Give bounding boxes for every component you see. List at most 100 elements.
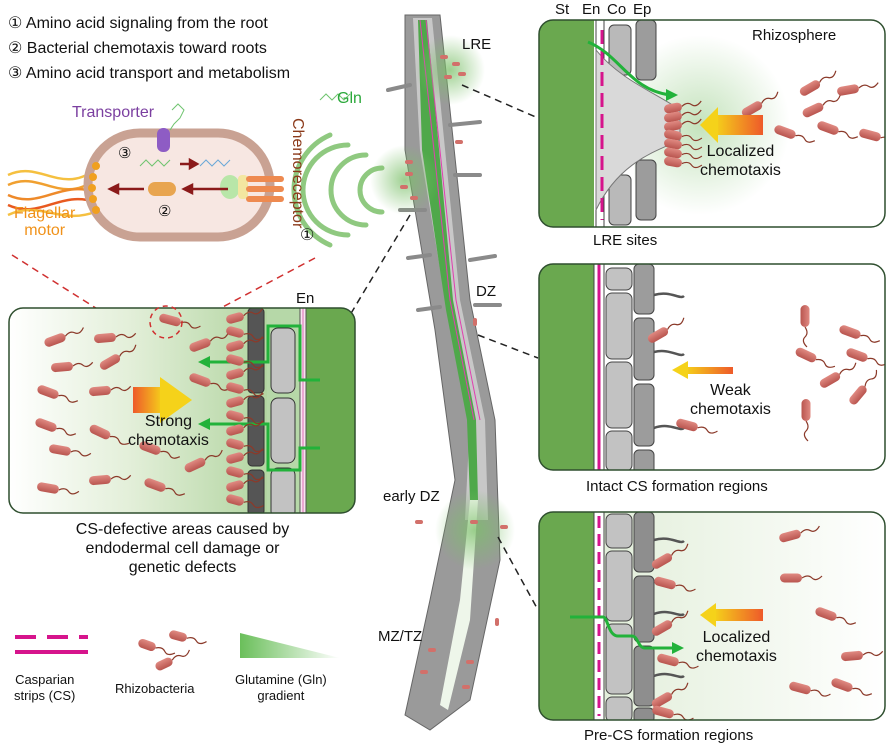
bacterium-icon — [226, 364, 264, 380]
casparian-line2: strips (CS) — [14, 688, 76, 703]
metabolite-molecule-icon — [199, 159, 231, 167]
gradient-line1: Glutamine (Gln) — [235, 672, 327, 687]
bacterium-icon — [44, 327, 84, 347]
bacterium-icon — [817, 121, 859, 139]
marker-2: ② — [158, 203, 172, 220]
transporter-icon — [157, 128, 170, 152]
gln-molecule-icon — [139, 93, 351, 167]
layer-label-co: Co — [607, 1, 627, 18]
panel-bacteria — [35, 308, 264, 509]
bacterial-cell — [83, 128, 275, 242]
bacterium-icon — [89, 424, 130, 445]
bacterium-icon — [49, 444, 92, 457]
bacterium-icon — [226, 326, 264, 341]
panel-pre-cs — [538, 511, 886, 721]
bacterium-icon — [155, 649, 191, 671]
legend-rhizobacteria-label: Rhizobacteria — [115, 681, 195, 696]
legend-gradient-label: Glutamine (Gln) gradient — [235, 672, 327, 704]
en-label-left: En — [296, 290, 315, 307]
flagellar-line1: Flagellar — [14, 205, 76, 222]
bacterium-icon — [664, 138, 703, 151]
bacterium-icon — [789, 681, 831, 697]
bacterium-icon — [815, 607, 857, 625]
bacterium-icon — [99, 344, 137, 370]
legend-rhizobacteria-icon — [138, 630, 207, 671]
bacterium-icon — [654, 576, 696, 592]
bacterium-icon — [226, 392, 264, 408]
weak-line2: chemotaxis — [690, 401, 771, 418]
bacterium-icon — [226, 466, 264, 481]
bacterium-icon — [657, 653, 699, 669]
bacterium-icon — [799, 70, 837, 96]
transporter-label: Transporter — [72, 104, 155, 121]
rhizosphere-label: Rhizosphere — [752, 27, 837, 44]
zone-label-early-dz: early DZ — [383, 488, 440, 505]
gln-label: Gln — [337, 90, 362, 107]
bacterium-icon — [839, 325, 881, 343]
legend-casparian-icon — [15, 635, 88, 654]
lre-line1: Localized — [706, 143, 775, 160]
layer-label-ep: Ep — [633, 1, 652, 18]
caption-line3: genetic defects — [128, 559, 237, 576]
bacterium-icon — [664, 100, 702, 114]
legend-item-1: ① Amino acid signaling from the root — [8, 15, 268, 32]
bacterium-icon — [226, 354, 264, 369]
bacterium-icon — [801, 399, 811, 442]
root-bacteria — [400, 55, 508, 689]
bacterium-icon — [189, 373, 231, 391]
zone-label-lre: LRE — [462, 36, 492, 53]
panel-bacteria — [651, 525, 884, 720]
layer-label-st: St — [555, 1, 570, 18]
bacterium-icon — [664, 109, 702, 123]
localized-chemotaxis-arrow-icon — [700, 107, 763, 143]
bacterium-icon — [651, 543, 689, 569]
lre-caption: LRE sites — [593, 232, 658, 249]
bacterium-icon — [664, 118, 702, 132]
bacterium-icon — [189, 332, 229, 352]
bacterium-icon — [676, 418, 718, 434]
strong-chemotaxis-arrow-icon — [133, 377, 192, 423]
gln-signal-waves-icon — [291, 132, 385, 248]
bacterium-icon — [841, 650, 884, 662]
strong-chemotaxis-label: Strong chemotaxis — [128, 412, 209, 450]
bacterium-icon — [226, 494, 264, 509]
panel-bacteria — [647, 305, 885, 442]
bacterium-icon — [226, 410, 264, 425]
bacterium-icon — [226, 438, 264, 453]
pre-cs-chemotaxis-label: Localized chemotaxis — [696, 628, 777, 666]
legend-item-3: ③ Amino acid transport and metabolism — [8, 65, 291, 82]
zone-label-mz-tz: MZ/TZ — [378, 628, 423, 645]
legend-gln-gradient-icon — [240, 633, 340, 658]
bacterium-icon — [795, 347, 836, 368]
chemoreceptor-icon — [220, 175, 284, 202]
bacterium-icon — [651, 610, 689, 636]
bacterium-icon — [37, 385, 79, 403]
pre-cs-caption: Pre-CS formation regions — [584, 727, 754, 744]
panel-bacteria — [664, 70, 885, 169]
bacterium-icon — [779, 525, 820, 543]
bacterium-icon — [138, 638, 176, 656]
bacterium-icon — [741, 91, 779, 117]
bacterium-icon — [819, 362, 857, 388]
bacterium-icon — [837, 82, 879, 96]
flagellar-line2: motor — [24, 222, 66, 239]
bacterium-icon — [664, 129, 703, 142]
flagellar-motor-icon — [88, 162, 100, 214]
bacterium-icon — [51, 361, 94, 373]
strong-line1: Strong — [144, 413, 193, 430]
lre-line2: chemotaxis — [700, 162, 781, 179]
bacterium-icon — [774, 125, 816, 143]
casparian-line1: Casparian — [15, 672, 75, 687]
bacterium-icon — [226, 476, 264, 492]
bacterium-icon — [831, 678, 873, 696]
bacterium-icon — [226, 448, 264, 464]
bacterium-icon — [159, 313, 201, 329]
zone-label-dz: DZ — [476, 283, 496, 300]
strong-line2: chemotaxis — [128, 432, 209, 449]
bacterium-icon — [94, 332, 137, 344]
bacterium-icon — [89, 474, 132, 486]
bacterium-icon — [226, 336, 264, 352]
weak-chemotaxis-label: Weak chemotaxis — [690, 381, 771, 419]
chemoreceptor-label: Chemoreceptor — [289, 118, 306, 229]
bacterium-icon — [89, 385, 132, 397]
